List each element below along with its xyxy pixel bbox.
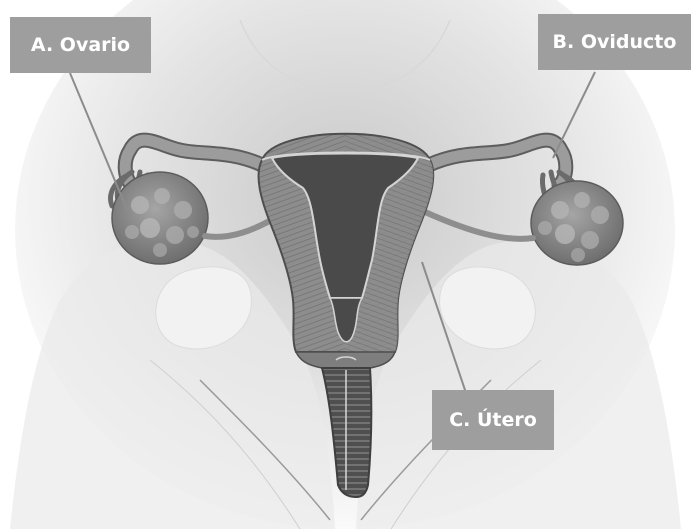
label-uterus: C. Útero (432, 390, 554, 450)
label-oviduct: B. Oviducto (538, 14, 691, 70)
label-ovary: A. Ovario (10, 17, 151, 73)
